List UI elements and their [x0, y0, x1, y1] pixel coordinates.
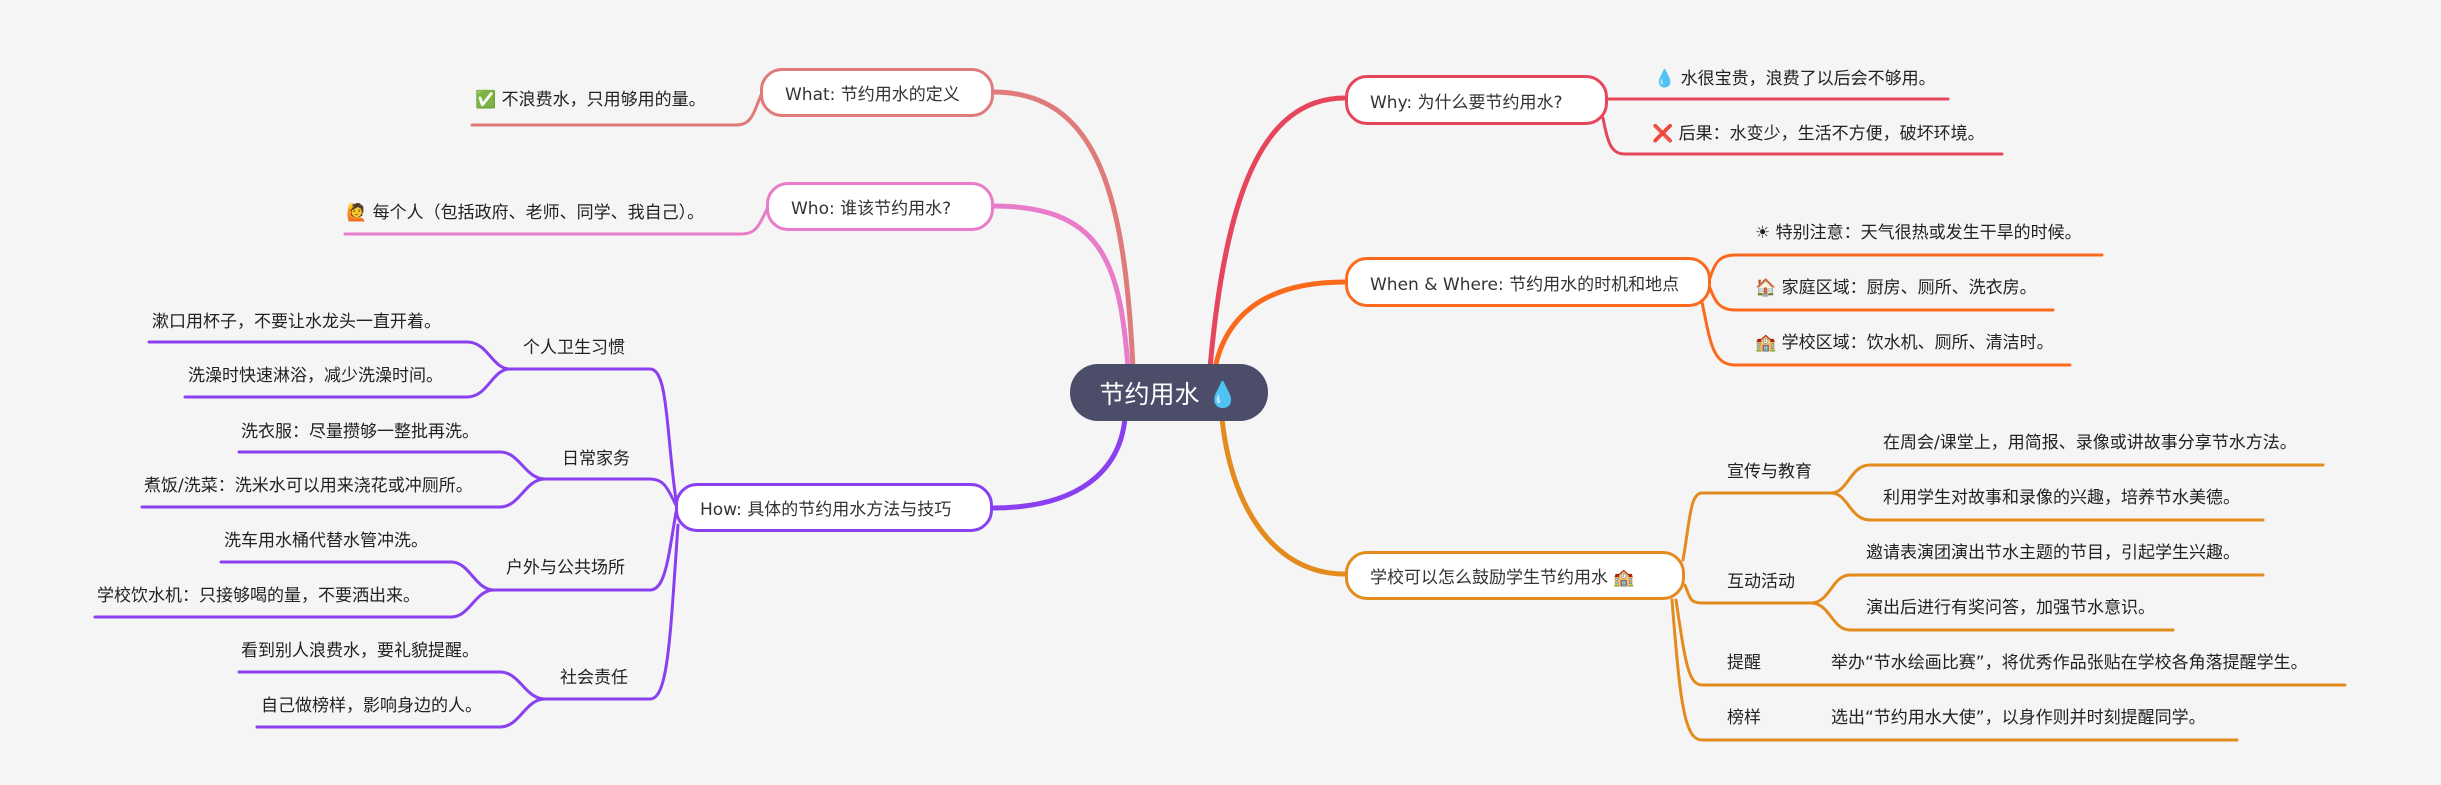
branch-why[interactable]: Why: 为什么要节约用水? — [1345, 75, 1608, 125]
link-why — [1207, 95, 1348, 371]
leaf-housework-2[interactable]: 煮饭/洗菜：洗米水可以用来浇花或冲厕所。 — [144, 476, 473, 496]
leaf-role-model-1[interactable]: 选出“节约用水大使”，以身作则并时刻提醒同学。 — [1831, 708, 2206, 728]
leaf-outdoor-2[interactable]: 学校饮水机：只接够喝的量，不要洒出来。 — [97, 586, 420, 606]
how-group-social[interactable]: 社会责任 — [560, 668, 628, 688]
leaf-when-2[interactable]: 🏠 家庭区域：厨房、厕所、洗衣房。 — [1755, 278, 2037, 298]
link-what — [990, 89, 1136, 371]
leaf-outdoor-1[interactable]: 洗车用水桶代替水管冲洗。 — [224, 531, 428, 551]
leaf-what-1[interactable]: ✅ 不浪费水，只用够用的量。 — [475, 90, 706, 110]
leaf-when-3[interactable]: 🏫 学校区域：饮水机、厕所、清洁时。 — [1755, 333, 2054, 353]
leaf-when-1[interactable]: ☀ 特别注意：天气很热或发生干旱的时候。 — [1755, 223, 2082, 243]
leaf-promotion-1[interactable]: 在周会/课堂上，用简报、录像或讲故事分享节水方法。 — [1883, 433, 2297, 453]
leaf-reminder-1[interactable]: 举办“节水绘画比赛”，将优秀作品张贴在学校各角落提醒学生。 — [1831, 653, 2308, 673]
link-who — [990, 203, 1131, 371]
leaf-who-1[interactable]: 🙋 每个人（包括政府、老师、同学、我自己）。 — [346, 203, 705, 223]
leaf-why-1[interactable]: 💧 水很宝贵，浪费了以后会不够用。 — [1654, 69, 1936, 89]
branch-when-where[interactable]: When & Where: 节约用水的时机和地点 — [1345, 257, 1711, 307]
link-when — [1212, 279, 1348, 371]
branch-how[interactable]: How: 具体的节约用水方法与技巧 — [675, 483, 993, 532]
central-topic[interactable]: 节约用水 💧 — [1070, 364, 1268, 421]
leaf-promotion-2[interactable]: 利用学生对故事和录像的兴趣，培养节水美德。 — [1883, 488, 2240, 508]
how-group-hygiene[interactable]: 个人卫生习惯 — [523, 338, 625, 358]
leaf-activities-1[interactable]: 邀请表演团演出节水主题的节目，引起学生兴趣。 — [1866, 543, 2240, 563]
leaf-social-2[interactable]: 自己做榜样，影响身边的人。 — [261, 696, 482, 716]
school-group-promotion[interactable]: 宣传与教育 — [1727, 462, 1812, 482]
how-group-housework[interactable]: 日常家务 — [562, 449, 630, 469]
leaf-social-1[interactable]: 看到别人浪费水，要礼貌提醒。 — [241, 641, 479, 661]
school-group-activities[interactable]: 互动活动 — [1727, 572, 1795, 592]
school-group-role-model[interactable]: 榜样 — [1727, 708, 1761, 728]
branch-school[interactable]: 学校可以怎么鼓励学生节约用水 🏫 — [1345, 551, 1685, 600]
leaf-hygiene-2[interactable]: 洗澡时快速淋浴，减少洗澡时间。 — [188, 366, 443, 386]
leaf-activities-2[interactable]: 演出后进行有奖问答，加强节水意识。 — [1866, 598, 2155, 618]
leaf-why-2[interactable]: ❌ 后果：水变少，生活不方便，破坏环境。 — [1652, 124, 1985, 144]
branch-what[interactable]: What: 节约用水的定义 — [760, 68, 994, 117]
leaf-hygiene-1[interactable]: 漱口用杯子，不要让水龙头一直开着。 — [152, 312, 441, 332]
how-group-outdoor[interactable]: 户外与公共场所 — [506, 558, 625, 578]
link-school — [1219, 415, 1348, 577]
leaf-housework-1[interactable]: 洗衣服：尽量攒够一整批再洗。 — [241, 422, 479, 442]
link-how — [989, 415, 1128, 511]
branch-who[interactable]: Who: 谁该节约用水? — [766, 182, 994, 231]
school-group-reminder[interactable]: 提醒 — [1727, 653, 1761, 673]
